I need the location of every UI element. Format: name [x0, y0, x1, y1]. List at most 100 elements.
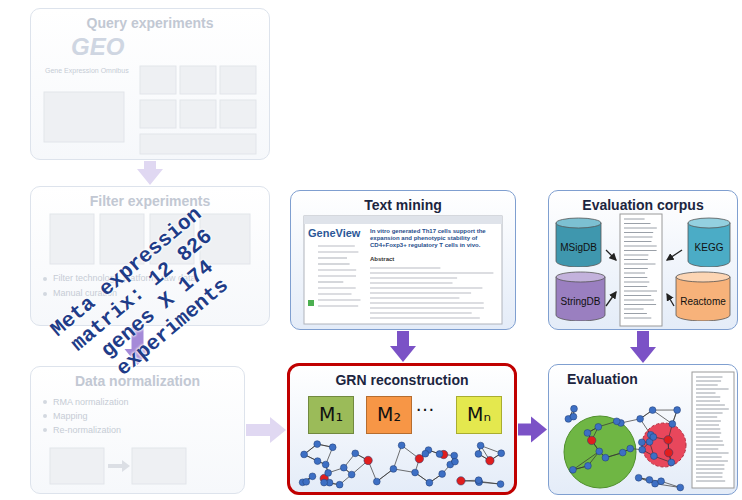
screenshot-text: Abstract: [370, 256, 430, 263]
network-graph: [390, 466, 397, 473]
node-text: Re-normalization: [53, 425, 233, 435]
network-graph: [569, 466, 576, 473]
arrow-shaft: [144, 161, 156, 169]
gene-set-list: [624, 219, 645, 220]
node-text: RMA normalization: [53, 397, 233, 407]
evaluation-table: [696, 433, 721, 434]
method-box: M₁: [308, 396, 354, 434]
node-heading: KEGG: [687, 242, 731, 254]
network-graph: [321, 479, 328, 486]
node-heading: M₁: [309, 404, 353, 426]
gene-set-list: [624, 277, 647, 278]
cylinder-outline: [675, 271, 731, 321]
gene-set-list: [624, 300, 654, 301]
network-graph: [322, 461, 329, 468]
cylinder-top: [556, 218, 601, 228]
geneview-screenshot: [304, 216, 502, 224]
network-graph: [422, 450, 429, 457]
geneview-screenshot: [370, 307, 484, 308]
evaluation-table: [696, 421, 721, 422]
network-graph: [452, 458, 459, 465]
flow-arrow: [518, 417, 547, 443]
evaluation-table: [696, 477, 722, 478]
cylinder-top: [556, 272, 605, 282]
cylinder-body: [688, 223, 730, 267]
database-cylinder: MSigDB: [555, 217, 602, 267]
node-heading: M₂: [367, 404, 411, 426]
node-text: GEO: [71, 33, 171, 61]
node-heading: Data normalization: [31, 373, 244, 389]
geo-thumbnails: [140, 134, 256, 154]
evaluation-table: [696, 377, 723, 378]
node-text: Mapping: [53, 411, 233, 421]
arrow-shaft: [246, 424, 270, 436]
network-graph: [314, 458, 321, 465]
screenshot-logo: GeneView: [308, 227, 368, 240]
flow-arrow: [390, 331, 416, 362]
gene-set-list: [624, 264, 656, 265]
geneview-screenshot: [304, 216, 502, 324]
evaluation-table: [696, 457, 722, 458]
network-graph: [571, 405, 578, 412]
evaluation-table: [696, 441, 723, 442]
geneview-screenshot: [370, 297, 459, 298]
geneview-screenshot: [318, 299, 361, 300]
network-graph: [646, 476, 653, 483]
network-graph: [451, 452, 458, 459]
node-heading: MSigDB: [555, 242, 602, 254]
geneview-screenshot: [318, 275, 356, 276]
cylinder-body: [676, 277, 730, 321]
gene-set-list: [624, 273, 645, 274]
network-graph: [613, 418, 620, 425]
evaluation-table: [696, 469, 724, 470]
evaluation-table: [696, 389, 729, 390]
network-graph: [439, 471, 446, 478]
network-graph: [325, 469, 332, 476]
network-graph: [596, 448, 603, 455]
gene-set-list: [624, 237, 653, 238]
database-arrows: [606, 250, 616, 260]
arrow-head: [630, 347, 656, 363]
database-cylinder: Reactome: [675, 271, 731, 321]
cylinder-outline: [555, 217, 602, 267]
geneview-screenshot: [370, 282, 453, 283]
network-graph: [457, 477, 465, 485]
network-graph: [477, 442, 484, 449]
node-heading: StringDB: [555, 296, 606, 308]
gene-set-list: [624, 291, 657, 292]
node-heading: Evaluation: [567, 371, 697, 387]
gene-set-list: [624, 259, 648, 260]
geneview-screenshot: [318, 287, 356, 288]
gene-set-list: [624, 223, 651, 224]
network-graph: [588, 436, 596, 444]
evaluation-table: [696, 397, 720, 398]
network-graph: [573, 451, 599, 469]
bullet-dots: [43, 400, 47, 404]
evaluation-table: [692, 372, 734, 488]
arrow-head: [531, 417, 547, 443]
gene-set-list: [624, 304, 656, 305]
network-graph: [498, 450, 505, 457]
evaluation-table: [696, 453, 729, 454]
network-graph: [649, 407, 656, 414]
evaluation-table: [696, 409, 729, 410]
network-graph: [486, 456, 494, 464]
normalization-images: [50, 448, 186, 484]
geneview-screenshot: [370, 272, 493, 273]
network-graph: [348, 471, 355, 478]
cylinder-body: [556, 223, 601, 267]
gene-set-list: [624, 268, 648, 269]
network-graph: [602, 454, 609, 461]
normalization-images: [122, 460, 130, 472]
geneview-screenshot: [318, 293, 352, 294]
evaluation-table: [696, 461, 728, 462]
network-graph: [398, 442, 405, 449]
database-arrows: [667, 250, 682, 260]
network-graph: [639, 446, 646, 453]
database-cylinder: KEGG: [687, 217, 731, 267]
evaluation-table: [696, 473, 723, 474]
module-clusters: [564, 416, 686, 488]
evaluation-table: [696, 481, 725, 482]
geneview-screenshot: [318, 269, 356, 270]
geneview-screenshot: [318, 257, 347, 258]
